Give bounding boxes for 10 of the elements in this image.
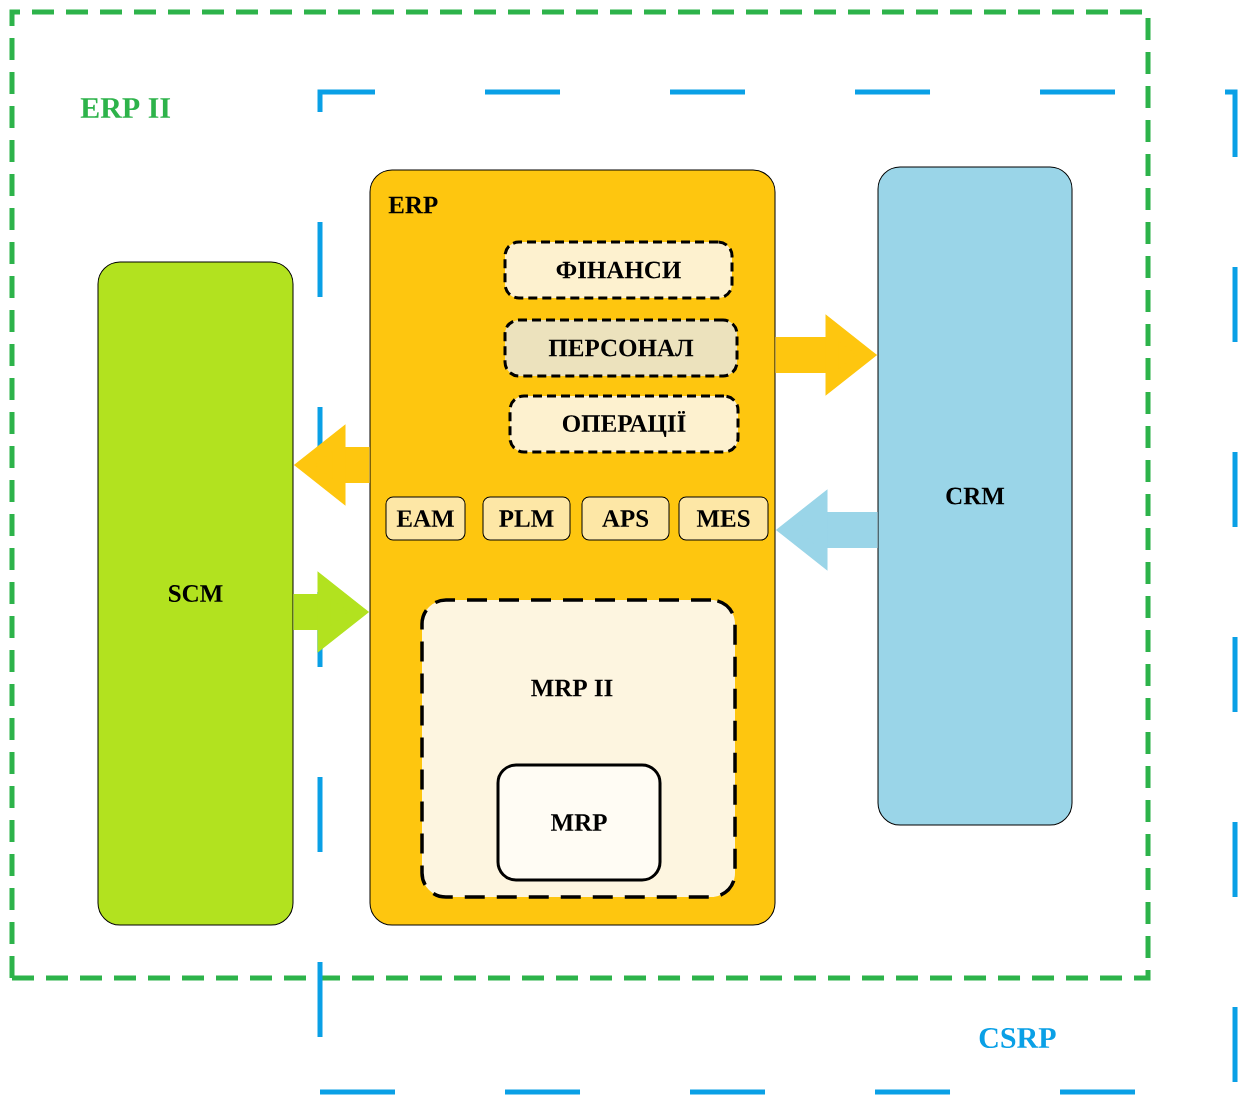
function-box: ОПЕРАЦІЇ — [508, 394, 740, 454]
module-tag: MES — [678, 496, 769, 541]
module-tag: APS — [581, 496, 670, 541]
module-box: SCM — [97, 261, 294, 926]
module-tag: EAM — [385, 496, 466, 541]
module-box: MRP — [496, 763, 662, 882]
function-box: ФІНАНСИ — [503, 240, 734, 300]
function-box: ПЕРСОНАЛ — [503, 318, 739, 378]
module-box: CRM — [877, 166, 1073, 826]
module-tag: PLM — [482, 496, 571, 541]
